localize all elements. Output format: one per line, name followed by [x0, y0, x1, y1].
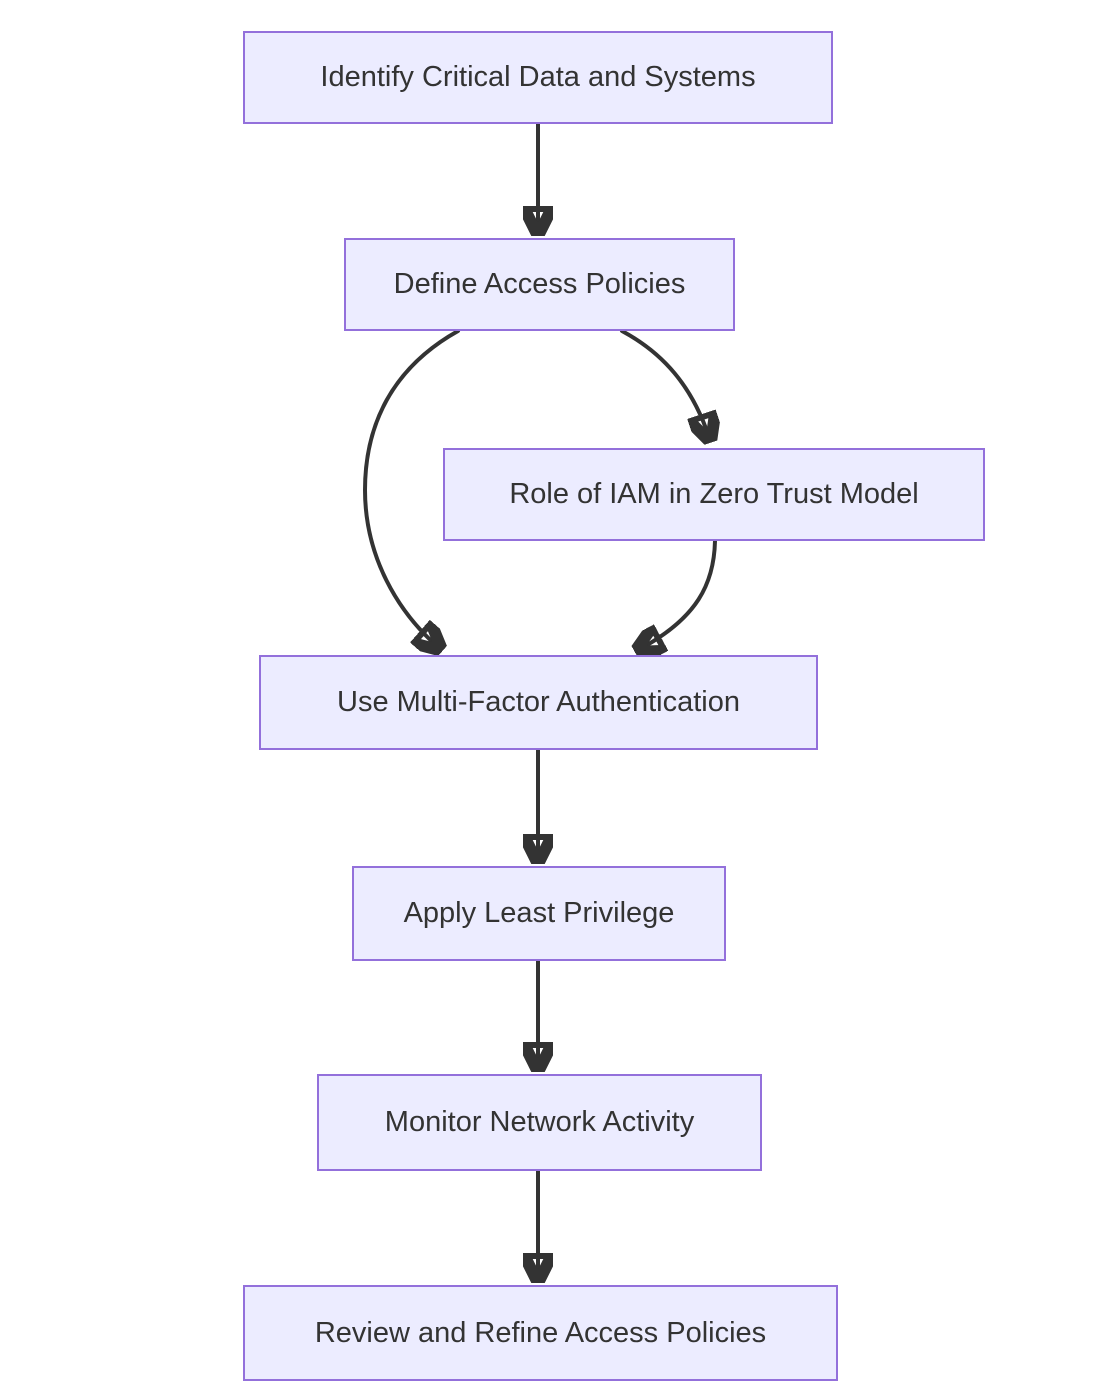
node-monitor-network-activity: Monitor Network Activity	[317, 1074, 762, 1171]
node-label: Define Access Policies	[393, 268, 686, 301]
node-apply-least-privilege: Apply Least Privilege	[352, 866, 726, 961]
node-label: Monitor Network Activity	[384, 1106, 695, 1139]
node-label: Role of IAM in Zero Trust Model	[509, 478, 919, 511]
node-review-refine-policies: Review and Refine Access Policies	[243, 1285, 838, 1381]
node-identify-critical-data: Identify Critical Data and Systems	[243, 31, 833, 124]
node-label: Apply Least Privilege	[403, 897, 675, 930]
node-role-of-iam: Role of IAM in Zero Trust Model	[443, 448, 985, 541]
node-label: Use Multi-Factor Authentication	[337, 686, 740, 719]
node-use-mfa: Use Multi-Factor Authentication	[259, 655, 818, 750]
node-define-access-policies: Define Access Policies	[344, 238, 735, 331]
node-label: Review and Refine Access Policies	[314, 1316, 767, 1349]
edge-iam-to-mfa-arrow	[640, 539, 717, 649]
edge-define-to-iam-arrow	[620, 329, 709, 437]
node-label: Identify Critical Data and Systems	[320, 61, 756, 94]
